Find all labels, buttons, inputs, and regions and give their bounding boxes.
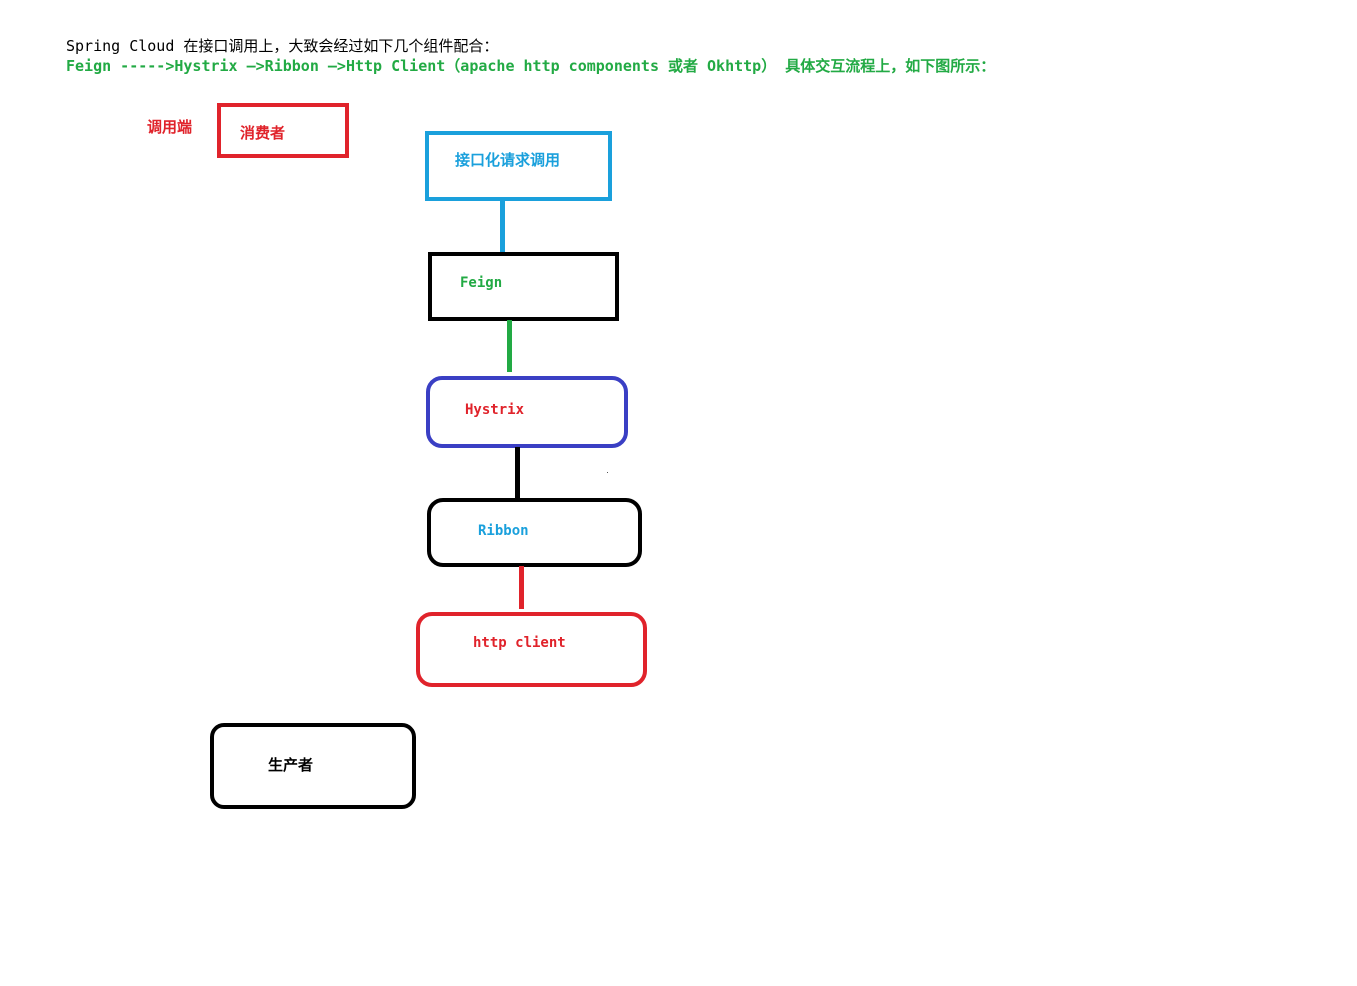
connector-interface-feign xyxy=(500,200,505,253)
caller-side-label: 调用端 xyxy=(147,118,193,136)
stray-dot xyxy=(607,472,608,473)
consumer-label: 消费者 xyxy=(240,124,286,142)
connector-feign-hystrix xyxy=(507,320,512,372)
intro-text: Spring Cloud 在接口调用上，大致会经过如下几个组件配合： xyxy=(66,37,499,55)
flow-summary-text: Feign ----->Hystrix —>Ribbon —>Http Clie… xyxy=(66,57,996,75)
hystrix-label: Hystrix xyxy=(465,402,525,418)
feign-label: Feign xyxy=(460,275,503,291)
producer-label: 生产者 xyxy=(268,756,314,774)
interface-call-label: 接口化请求调用 xyxy=(455,151,561,169)
http-client-label: http client xyxy=(473,635,566,651)
feign-box xyxy=(428,252,619,321)
hystrix-box xyxy=(426,376,628,448)
http-client-box xyxy=(416,612,647,687)
interface-call-box xyxy=(425,131,612,201)
ribbon-box xyxy=(427,498,642,567)
consumer-box xyxy=(217,103,349,158)
producer-box xyxy=(210,723,416,809)
ribbon-label: Ribbon xyxy=(478,523,529,539)
connector-hystrix-ribbon xyxy=(515,447,520,498)
connector-ribbon-httpclient xyxy=(519,566,524,609)
